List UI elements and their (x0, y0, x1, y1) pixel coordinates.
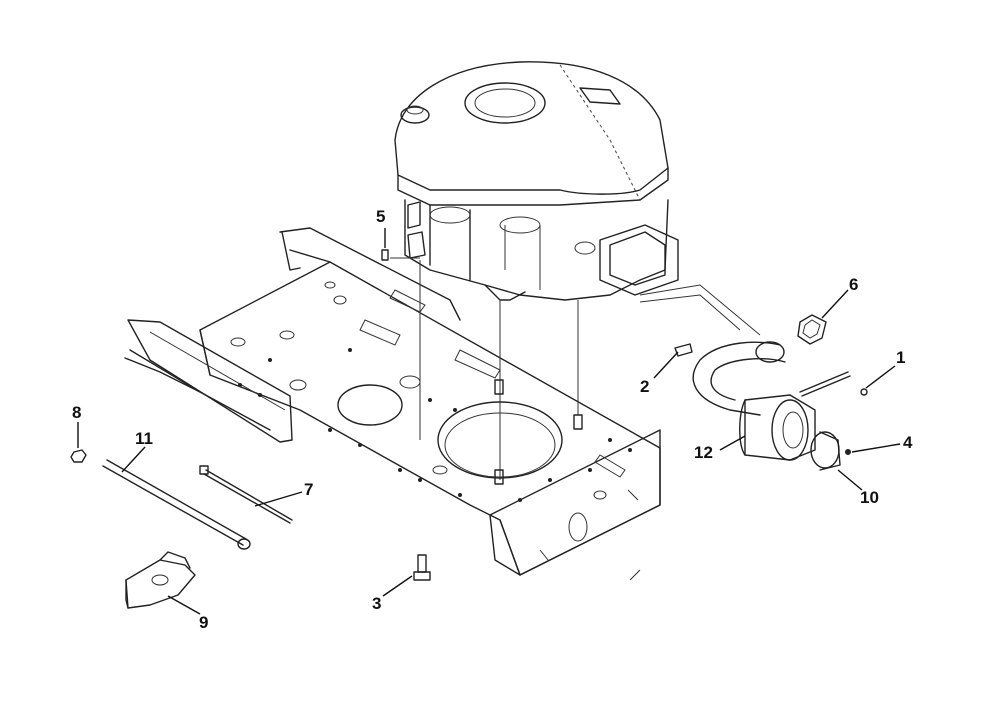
engine (394, 61, 679, 301)
label-part-9: 9 (199, 613, 208, 632)
part-11-rod (102, 459, 251, 550)
exhaust-assembly (639, 284, 868, 471)
label-part-8: 8 (72, 403, 81, 422)
label-part-1: 1 (896, 348, 905, 367)
part-labels: 1 2 3 4 5 6 7 8 9 10 11 12 (72, 207, 913, 632)
label-part-10: 10 (860, 488, 879, 507)
label-part-7: 7 (304, 480, 313, 499)
part-3-bolt (413, 554, 431, 581)
part-7-strap (199, 465, 293, 524)
part-9-guard (125, 551, 196, 609)
mounting-lines (390, 257, 579, 480)
label-part-4: 4 (903, 433, 913, 452)
part-8-nut (70, 449, 87, 463)
engine-studs (494, 379, 583, 485)
label-part-3: 3 (372, 594, 381, 613)
label-part-12: 12 (694, 443, 713, 462)
label-part-2: 2 (640, 377, 649, 396)
part-5-bolt (381, 249, 389, 261)
label-part-6: 6 (849, 275, 858, 294)
label-part-5: 5 (376, 207, 385, 226)
chassis-frame (124, 227, 661, 581)
label-part-11: 11 (135, 429, 153, 448)
leader-lines (77, 228, 901, 615)
